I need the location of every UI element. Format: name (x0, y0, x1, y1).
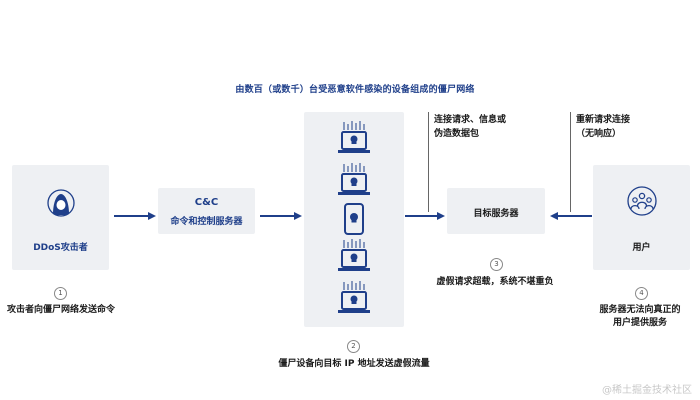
step-4-caption-line2: 用户提供服务 (612, 318, 667, 328)
step-2-caption: 僵尸设备向目标 IP 地址发送虚假流量 (278, 359, 430, 369)
requests-note-line2: 伪造数据包 (434, 129, 480, 139)
user-panel (593, 165, 690, 270)
botnet-title: 由数百（或数千）台受恶意软件感染的设备组成的僵尸网络 (235, 85, 475, 95)
reconnect-note-line1: 重新请求连接 (576, 115, 631, 125)
arrow-right-icon (114, 212, 156, 220)
arrow-right-icon (405, 212, 445, 220)
infected-laptop-icon (338, 163, 370, 195)
arrow-right-icon (260, 212, 302, 220)
step-4-marker: 4 (635, 287, 648, 300)
requests-note-line1: 连接请求、信息或 (434, 115, 507, 125)
target-server-label: 目标服务器 (473, 209, 519, 219)
watermark: @稀土掘金技术社区 (602, 385, 692, 396)
attacker-label: DDoS攻击者 (33, 243, 88, 253)
step-4-caption-line1: 服务器无法向真正的 (599, 305, 681, 315)
infected-laptop-icon (338, 239, 370, 271)
cc-subtitle: 命令和控制服务器 (170, 217, 243, 227)
attacker-panel (12, 165, 109, 270)
step-1-marker: 1 (54, 287, 67, 300)
target-server-box (447, 188, 545, 234)
step-1-caption: 攻击者向僵尸网络发送命令 (6, 305, 115, 315)
cc-server-box (158, 188, 255, 234)
infected-laptop-icon (338, 281, 370, 313)
infected-phone-icon (344, 203, 364, 235)
infected-laptop-icon (338, 121, 370, 153)
step-3-caption: 虚假请求超载，系统不堪重负 (436, 277, 554, 287)
reconnect-note-line2: （无响应） (576, 129, 622, 139)
cc-title: C&C (194, 197, 219, 208)
user-group-icon (627, 186, 657, 216)
step-2-marker: 2 (347, 340, 360, 353)
reconnect-note-line (570, 112, 571, 212)
step-3-marker: 3 (490, 258, 503, 271)
requests-note-line (428, 112, 429, 212)
hooded-attacker-icon (47, 189, 75, 217)
user-label: 用户 (632, 243, 651, 253)
arrow-left-icon (550, 212, 592, 220)
